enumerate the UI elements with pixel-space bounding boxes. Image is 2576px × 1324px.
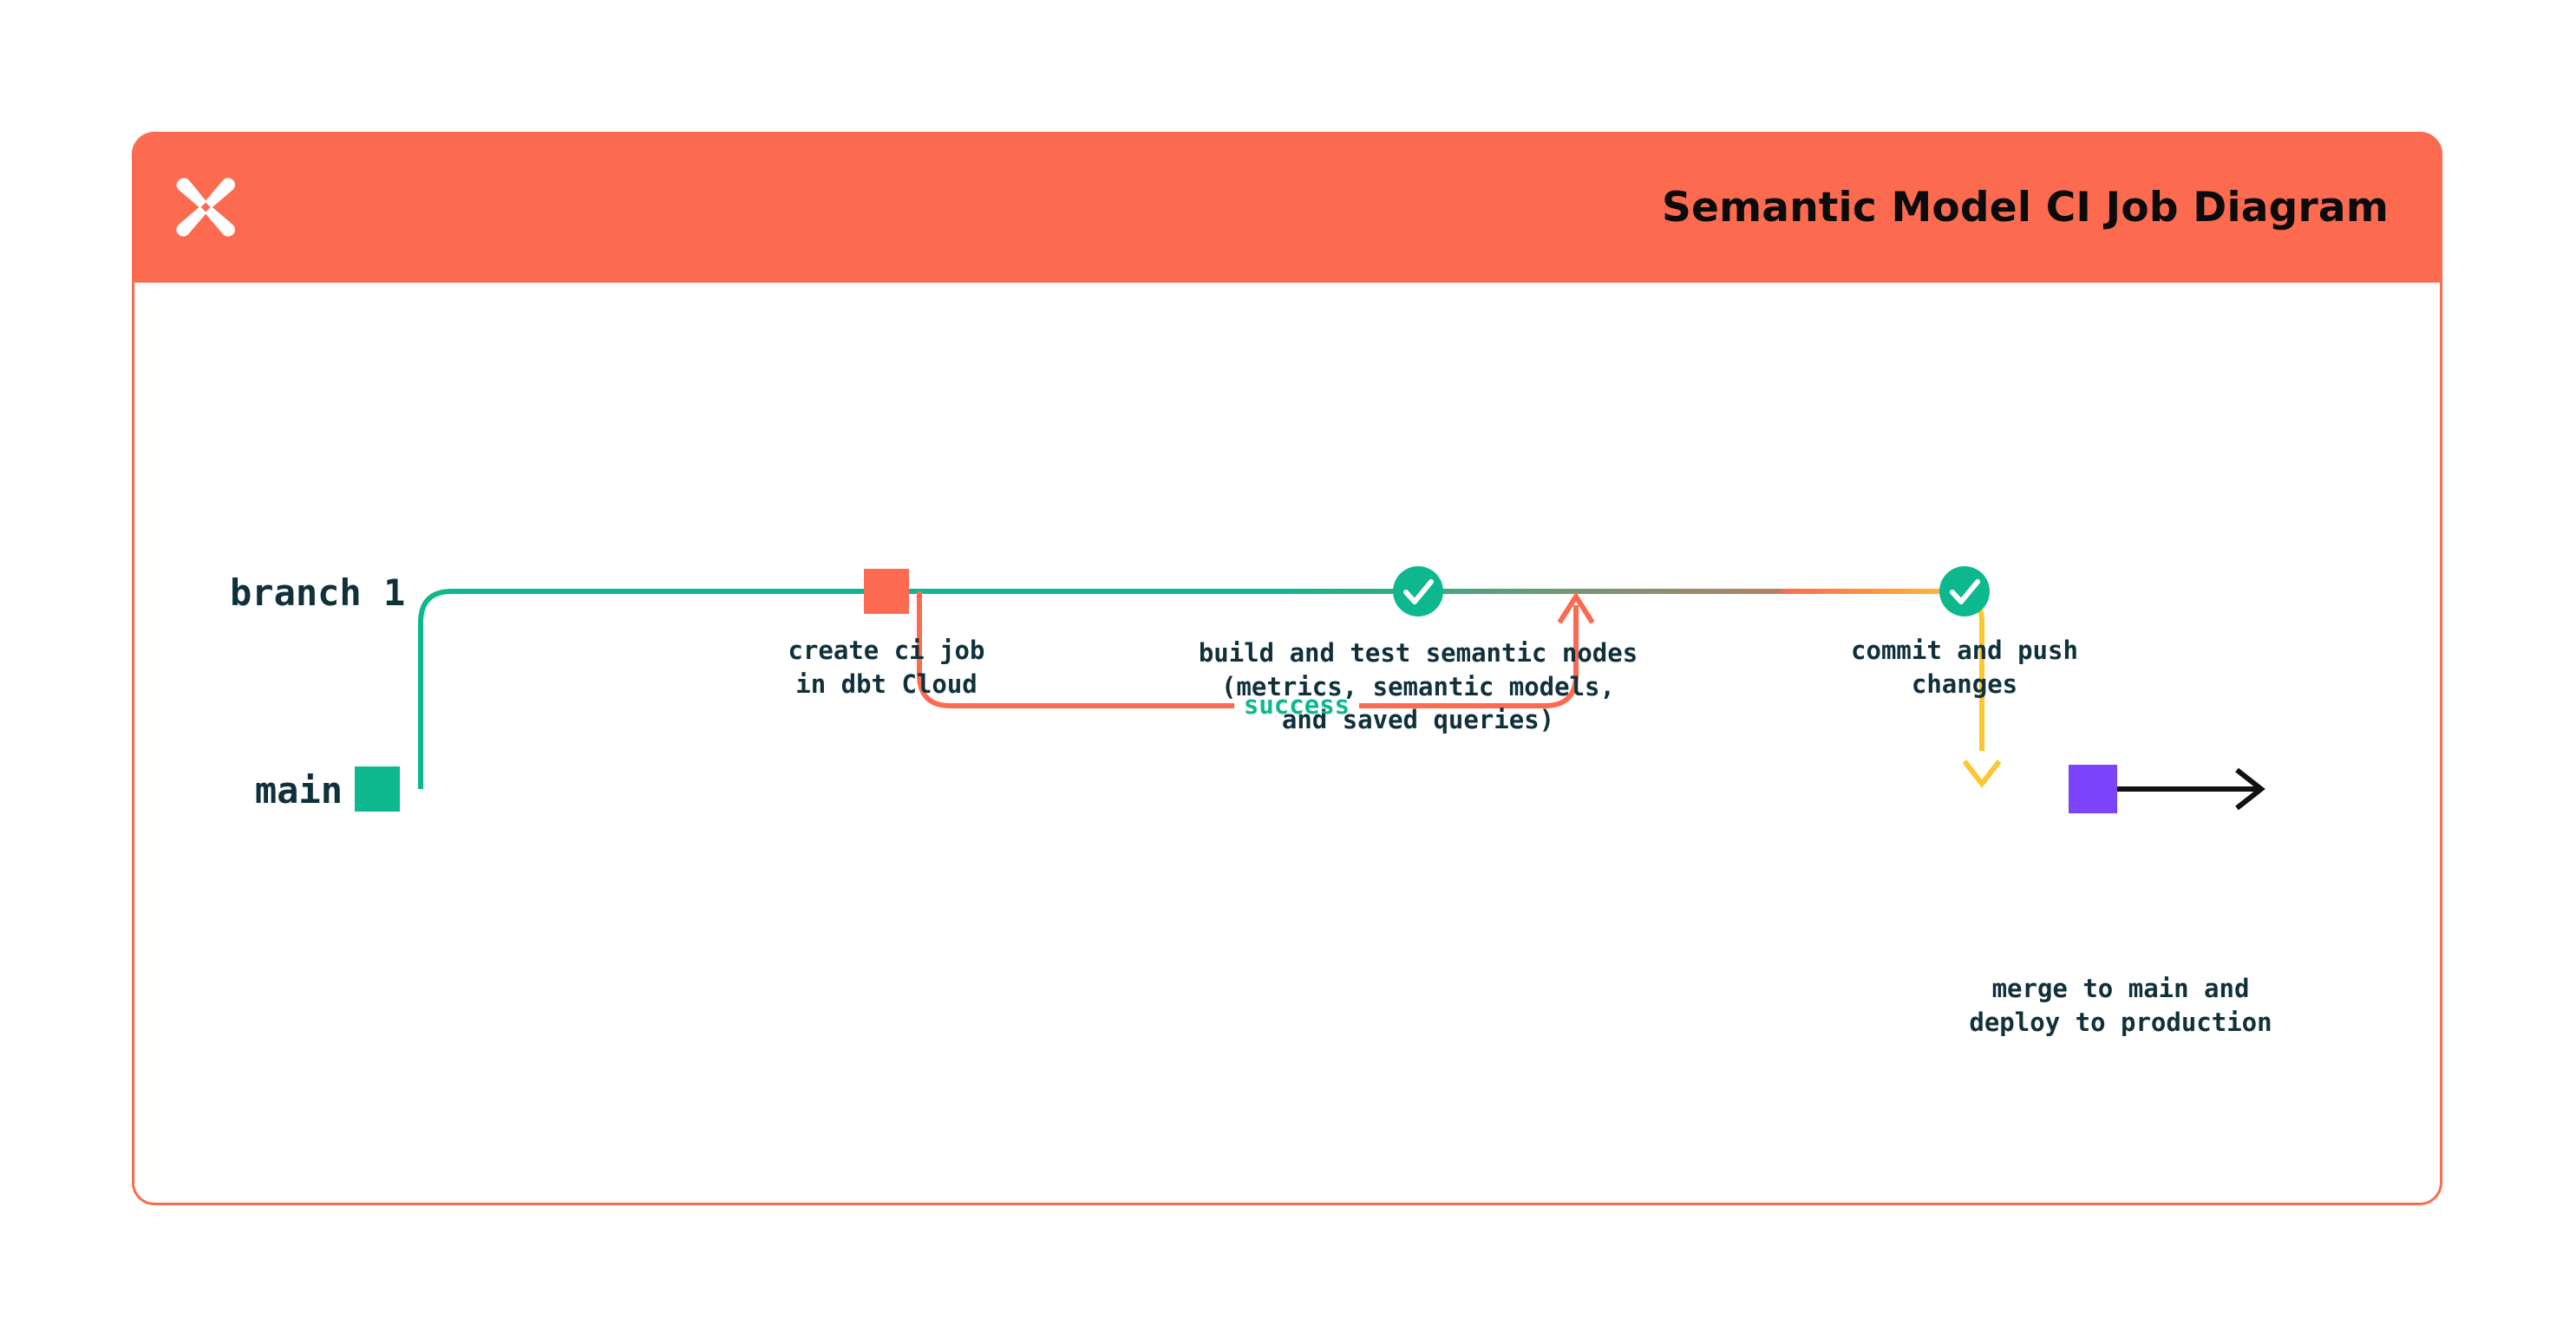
branch-label-main: main [254, 769, 343, 812]
page-title: Semantic Model CI Job Diagram [1661, 183, 2389, 232]
edge-label-success: success [1243, 690, 1350, 720]
check-icon [1403, 579, 1434, 604]
node-marker-merge-to-main[interactable] [2069, 765, 2117, 813]
branch-1-line [418, 589, 1982, 789]
main-continues-arrow [2114, 767, 2265, 811]
dbt-logo-icon [176, 178, 235, 237]
git-flow-diagram: branch 1 main create ci job in dbt Cloud… [134, 283, 2440, 1203]
branch-label-branch-1: branch 1 [230, 571, 406, 614]
diagram-card: Semantic Model CI Job Diagram [132, 132, 2442, 1205]
check-icon [1950, 579, 1980, 604]
node-label-create-ci-job: create ci job in dbt Cloud [788, 636, 985, 699]
node-marker-build-and-test[interactable] [1393, 566, 1443, 616]
merge-arrow-down-icon [1962, 760, 2002, 788]
diagram-canvas [355, 566, 2265, 813]
success-loop-edge [917, 591, 1595, 708]
node-label-merge-to-main: merge to main and deploy to production [1969, 974, 2272, 1037]
node-label-build-and-test: build and test semantic nodes (metrics, … [1198, 638, 1638, 735]
card-header: Semantic Model CI Job Diagram [132, 132, 2442, 283]
node-marker-commit-and-push[interactable] [1939, 566, 1990, 616]
success-arrow-up-icon [1557, 591, 1595, 624]
node-marker-create-ci-job[interactable] [864, 569, 909, 614]
card-body: branch 1 main create ci job in dbt Cloud… [134, 283, 2440, 1203]
node-label-commit-and-push: commit and push changes [1851, 636, 2078, 699]
arrow-right-icon [2235, 767, 2265, 811]
node-marker-main-start[interactable] [355, 766, 400, 812]
